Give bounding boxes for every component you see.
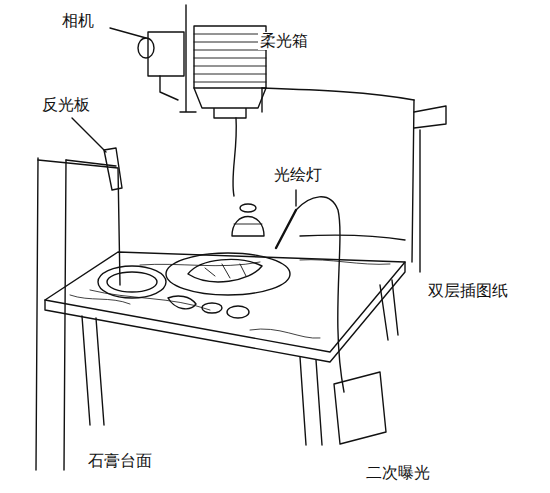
- backdrop-top: [262, 88, 414, 100]
- lidded-bowl: [232, 217, 264, 237]
- backdrop-clamp: [414, 106, 446, 128]
- bowl-knob: [240, 204, 256, 212]
- leader-line: [110, 28, 146, 38]
- camera-mount: [160, 76, 178, 100]
- reflector-clip: [104, 148, 122, 190]
- camera-body: [148, 32, 184, 76]
- softbox-cable: [233, 118, 236, 196]
- part-label: 石膏台面: [86, 452, 154, 470]
- fish: [188, 259, 262, 281]
- part-label: 光绘灯: [272, 166, 324, 184]
- table-leg: [300, 357, 322, 445]
- lamp-cable: [296, 197, 344, 392]
- napkin: [168, 296, 196, 309]
- plate: [98, 266, 166, 298]
- table-leg: [82, 316, 104, 425]
- camera-lens: [138, 38, 154, 58]
- tabletop-edge: [45, 262, 405, 362]
- leader-line: [295, 190, 296, 206]
- softbox-front: [194, 88, 266, 118]
- lamp-battery: [334, 372, 386, 444]
- small-bowl: [227, 306, 249, 318]
- reflector-stand: [36, 158, 66, 470]
- softbox-folds: [194, 34, 266, 82]
- bowl-band: [234, 224, 262, 225]
- platter: [166, 253, 290, 295]
- backdrop-edge: [412, 100, 414, 262]
- part-label: 双层插图纸: [426, 282, 510, 300]
- part-label: 柔光箱: [258, 32, 310, 50]
- part-label: 反光板: [40, 96, 92, 114]
- plaster-texture: [70, 260, 390, 339]
- fish-cuts: [205, 264, 246, 278]
- softbox: [194, 26, 266, 88]
- plate-rim: [107, 272, 157, 292]
- caption: 二次曝光: [364, 464, 432, 482]
- backdrop-stand: [419, 130, 420, 272]
- part-label: 相机: [60, 12, 96, 30]
- paper-curve: [300, 235, 405, 240]
- light-wand: [276, 210, 296, 248]
- reflector-board: [38, 160, 120, 285]
- small-bowl: [202, 303, 222, 313]
- table-leg: [380, 280, 398, 340]
- leader-line: [72, 118, 106, 152]
